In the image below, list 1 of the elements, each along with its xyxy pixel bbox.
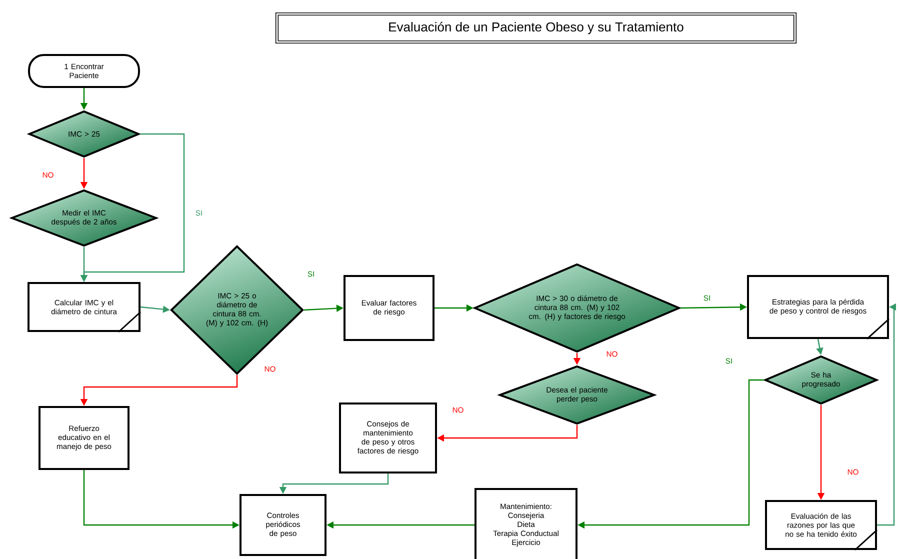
title-banner: Evaluación de un Paciente Obeso y su Tratamiento (275, 12, 797, 44)
